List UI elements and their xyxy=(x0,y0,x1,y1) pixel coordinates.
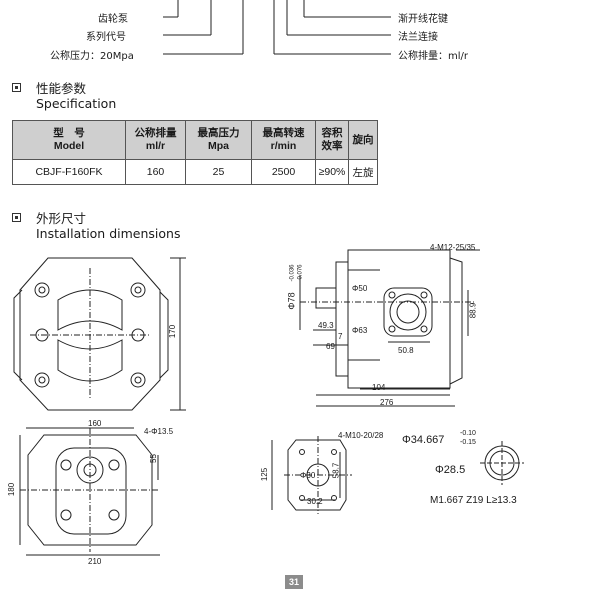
front-height-dim: 170 xyxy=(168,324,178,339)
bottom-view xyxy=(19,427,160,556)
designation-displacement: 公称排量：ml/r xyxy=(398,51,468,62)
side-104-dim: 104 xyxy=(372,383,386,392)
designation-gear-pump: 齿轮泵 xyxy=(98,14,128,25)
designation-flange: 法兰连接 xyxy=(398,32,438,43)
cell-displacement: 160 xyxy=(125,159,186,185)
bottom-160-dim: 160 xyxy=(88,419,102,428)
spline-tol-upper: -0.10 xyxy=(460,430,476,437)
header-efficiency: 容积效率 xyxy=(315,120,349,160)
spline-tol-lower: -0.15 xyxy=(460,439,476,446)
bottom-holes-dim: 4-Φ13.5 xyxy=(144,427,174,436)
spec-title-en: Specification xyxy=(36,96,117,111)
dims-title-cn: 外形尺寸 xyxy=(36,211,87,226)
flange-58-7-dim: 58.7 xyxy=(331,462,341,479)
side-view xyxy=(299,249,480,407)
spline-d28-5-label: Φ28.5 xyxy=(435,464,466,476)
flange-d30-dim: Φ30 xyxy=(300,471,316,480)
cell-model: CBJF-F160FK xyxy=(12,159,126,185)
designation-series-code: 系列代号 xyxy=(86,32,126,43)
designation-nominal-pressure: 公称压力：20Mpa xyxy=(50,51,134,62)
side-7-dim: 7 xyxy=(338,332,343,341)
bottom-180-dim: 180 xyxy=(7,482,17,497)
flange-125-dim: 125 xyxy=(260,467,270,482)
bottom-210-dim: 210 xyxy=(88,557,102,566)
side-d63-dim: Φ63 xyxy=(352,326,368,335)
side-49-3-dim: 49.3 xyxy=(318,321,334,330)
section-bullet-icon xyxy=(12,213,21,222)
side-threads-dim: 4-M12-25/35 xyxy=(430,243,476,252)
front-view xyxy=(13,257,186,411)
side-88-9-dim: 88.9 xyxy=(468,302,478,319)
side-shaft-tol-lower: -0.076 xyxy=(297,264,304,282)
side-69-dim: 69 xyxy=(326,342,335,351)
bottom-55-dim: 55 xyxy=(148,454,158,463)
header-rotation: 旋向 xyxy=(348,120,378,160)
flange-view xyxy=(271,436,352,514)
side-50-8-dim: 50.8 xyxy=(398,346,414,355)
side-d50-dim: Φ50 xyxy=(352,284,368,293)
flange-30-2-dim: 30.2 xyxy=(307,497,323,506)
table-row: CBJF-F160FK 160 25 2500 ≥90% 左旋 xyxy=(12,159,378,185)
designation-spline: 渐开线花键 xyxy=(398,14,448,25)
side-shaft-dia-dim: Φ78 xyxy=(286,292,297,310)
flange-threads-dim: 4-M10-20/28 xyxy=(338,431,384,440)
cell-max-pressure: 25 xyxy=(185,159,252,185)
page-number: 31 xyxy=(285,575,303,589)
section-bullet-icon xyxy=(12,83,21,92)
spec-title-cn: 性能参数 xyxy=(36,81,87,96)
side-shaft-tol-upper: -0.036 xyxy=(289,264,296,282)
spline-view xyxy=(480,441,524,485)
cell-rotation: 左旋 xyxy=(348,159,378,185)
cell-max-speed: 2500 xyxy=(251,159,316,185)
spline-params-label: M1.667 Z19 L≥13.3 xyxy=(430,495,517,506)
spline-dia-label: Φ34.667 xyxy=(402,434,445,446)
dims-title-en: Installation dimensions xyxy=(36,226,181,241)
side-276-dim: 276 xyxy=(380,398,394,407)
